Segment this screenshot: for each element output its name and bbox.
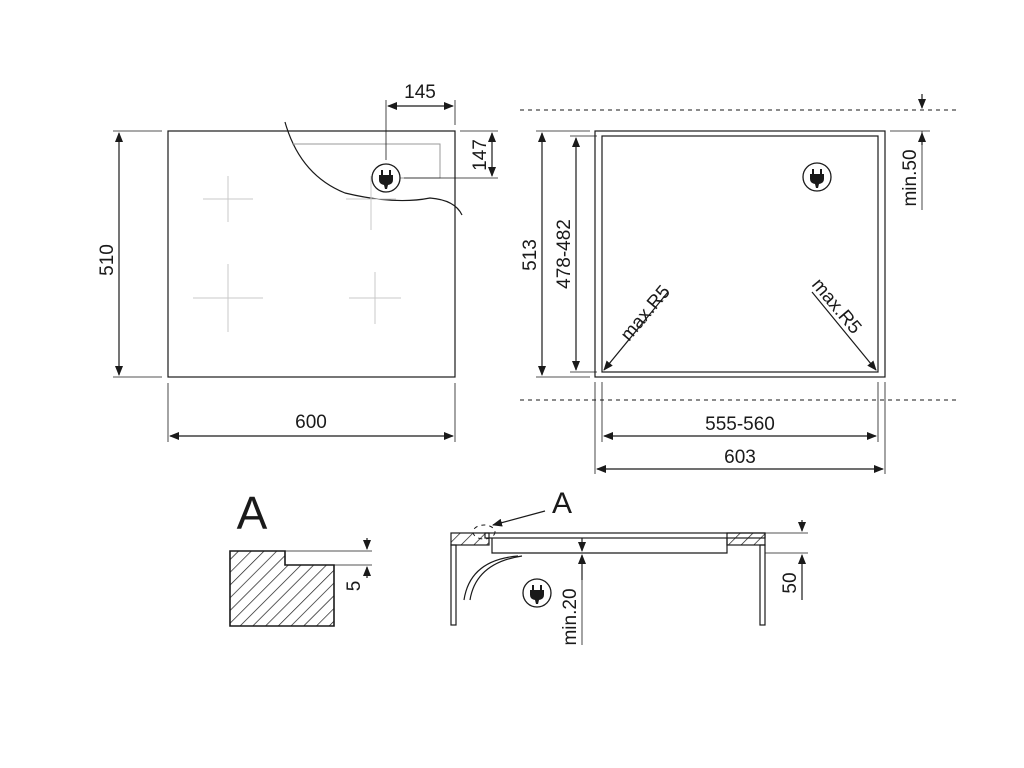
inner-width-label: 555-560 <box>705 414 775 435</box>
cutout-inner <box>601 135 879 373</box>
hob-top-view: 510 600 145 147 <box>97 82 498 442</box>
section-view: A min.20 50 <box>450 487 808 646</box>
outer-width-label: 603 <box>724 447 756 468</box>
cutout-outer <box>594 130 886 378</box>
cutout-view: max.R5 max.R5 513 478-482 min.50 555-560… <box>520 94 958 474</box>
plug-icon <box>522 578 552 608</box>
hob-depth-label: 510 <box>97 244 118 276</box>
hob-outline <box>167 130 456 378</box>
glass-top <box>484 532 766 539</box>
inner-depth-label: 478-482 <box>554 219 575 289</box>
detail-a: A 5 <box>229 487 372 627</box>
height-label: 50 <box>780 572 801 593</box>
hob-cut-edge <box>284 121 463 216</box>
radius-right-label: max.R5 <box>807 275 865 339</box>
cooking-zones <box>193 176 401 332</box>
outer-depth-label: 513 <box>520 239 541 271</box>
section-callout-letter: A <box>552 487 572 520</box>
detail-letter: A <box>237 487 268 539</box>
hob-width-label: 600 <box>295 412 327 433</box>
plug-icon <box>802 162 832 192</box>
rebate-label: 5 <box>344 581 365 592</box>
plug-offset-y-label: 147 <box>470 139 491 171</box>
clearance-label: min.20 <box>560 588 581 645</box>
radius-left-label: max.R5 <box>617 282 675 346</box>
wall-clearance-label: min.50 <box>900 149 921 206</box>
plug-icon <box>371 163 401 193</box>
detail-circle <box>472 524 496 540</box>
hob-body <box>491 538 728 554</box>
hatched-profile <box>229 550 335 627</box>
plug-offset-x-label: 145 <box>404 82 436 103</box>
